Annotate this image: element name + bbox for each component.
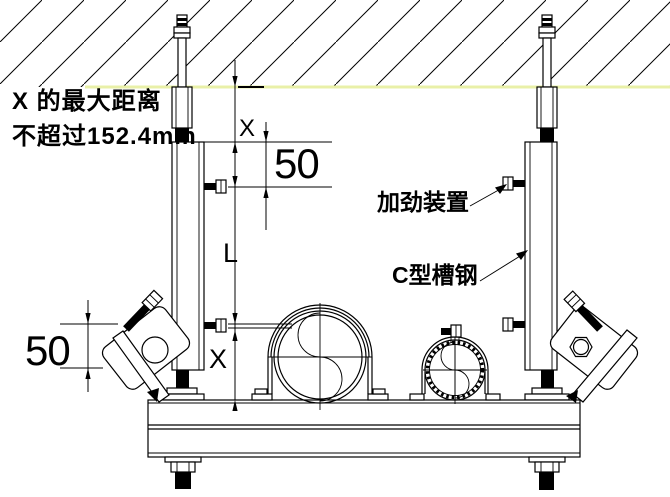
- dimension-arrows: [85, 76, 269, 411]
- channel-base-stud: [176, 370, 189, 388]
- channel-base-stud: [541, 370, 554, 388]
- clamp-bolt-rod: [576, 304, 603, 332]
- large-pipe: [251, 303, 389, 410]
- rod-coupler: [171, 86, 193, 129]
- anchor-nut: [173, 26, 191, 34]
- leader-channel: [479, 250, 528, 282]
- dim-label-lower-gap-x: X: [209, 344, 228, 374]
- dim-label-top-gap-x: X: [239, 115, 256, 142]
- note-max-distance-line2: 不超过152.4mm: [12, 123, 197, 150]
- clamp-brace: [112, 330, 170, 403]
- note-max-distance-line1: X 的最大距离: [12, 88, 162, 115]
- ceiling-hatch: [0, 0, 670, 89]
- threaded-rod: [542, 37, 552, 88]
- pipe-section-s-symbol: [440, 341, 470, 399]
- right-swivel-clamp: [549, 290, 639, 403]
- strap-tightening-bolt: [441, 324, 462, 342]
- base-washer: [531, 387, 563, 395]
- beam-bolt-left: [164, 456, 202, 489]
- left-swivel-clamp: [101, 289, 191, 403]
- right-c-channel: [524, 141, 570, 401]
- leader-stiffener: [469, 184, 507, 207]
- beam-bolt-right: [528, 456, 566, 490]
- dim-label-upper-50: 50: [274, 140, 320, 187]
- left-stiffener-bolt-lower: [204, 318, 227, 333]
- rod-coupler: [536, 86, 558, 129]
- right-stiffener-bolt-upper: [502, 176, 525, 191]
- clamp-bolt-head: [141, 289, 164, 312]
- anchor-nut: [538, 26, 556, 34]
- clamp-body: [549, 306, 639, 390]
- right-stiffener-bolt-lower: [502, 317, 525, 332]
- threaded-stub: [175, 128, 189, 142]
- bottom-beam: [147, 399, 581, 458]
- base-plate: [524, 393, 570, 401]
- clamp-hole: [141, 336, 169, 364]
- insulation-ring: [425, 340, 485, 400]
- dim-label-left-50: 50: [25, 327, 71, 374]
- left-stiffener-bolt-upper: [204, 179, 227, 194]
- pipe-strap: [267, 304, 373, 358]
- threaded-stub: [540, 128, 554, 142]
- strap-foot: [409, 393, 425, 401]
- pipe-section-s-symbol: [297, 312, 343, 402]
- ceiling-highlight-line: [85, 85, 670, 89]
- label-c-channel: C型槽钢: [392, 262, 478, 288]
- clamp-bolt-head: [563, 290, 586, 313]
- clamp-bolt-rod: [123, 304, 150, 332]
- left-hanger-rod: [171, 14, 193, 142]
- threaded-rod: [177, 37, 187, 88]
- strap-foot: [485, 393, 501, 401]
- small-pipe: [409, 324, 501, 404]
- strap-foot: [367, 393, 389, 401]
- right-hanger-rod: [536, 14, 558, 142]
- base-washer: [166, 387, 198, 395]
- dim-label-length-l: L: [223, 238, 239, 268]
- label-stiffener-device: 加劲装置: [377, 189, 469, 215]
- strap-foot: [251, 393, 273, 401]
